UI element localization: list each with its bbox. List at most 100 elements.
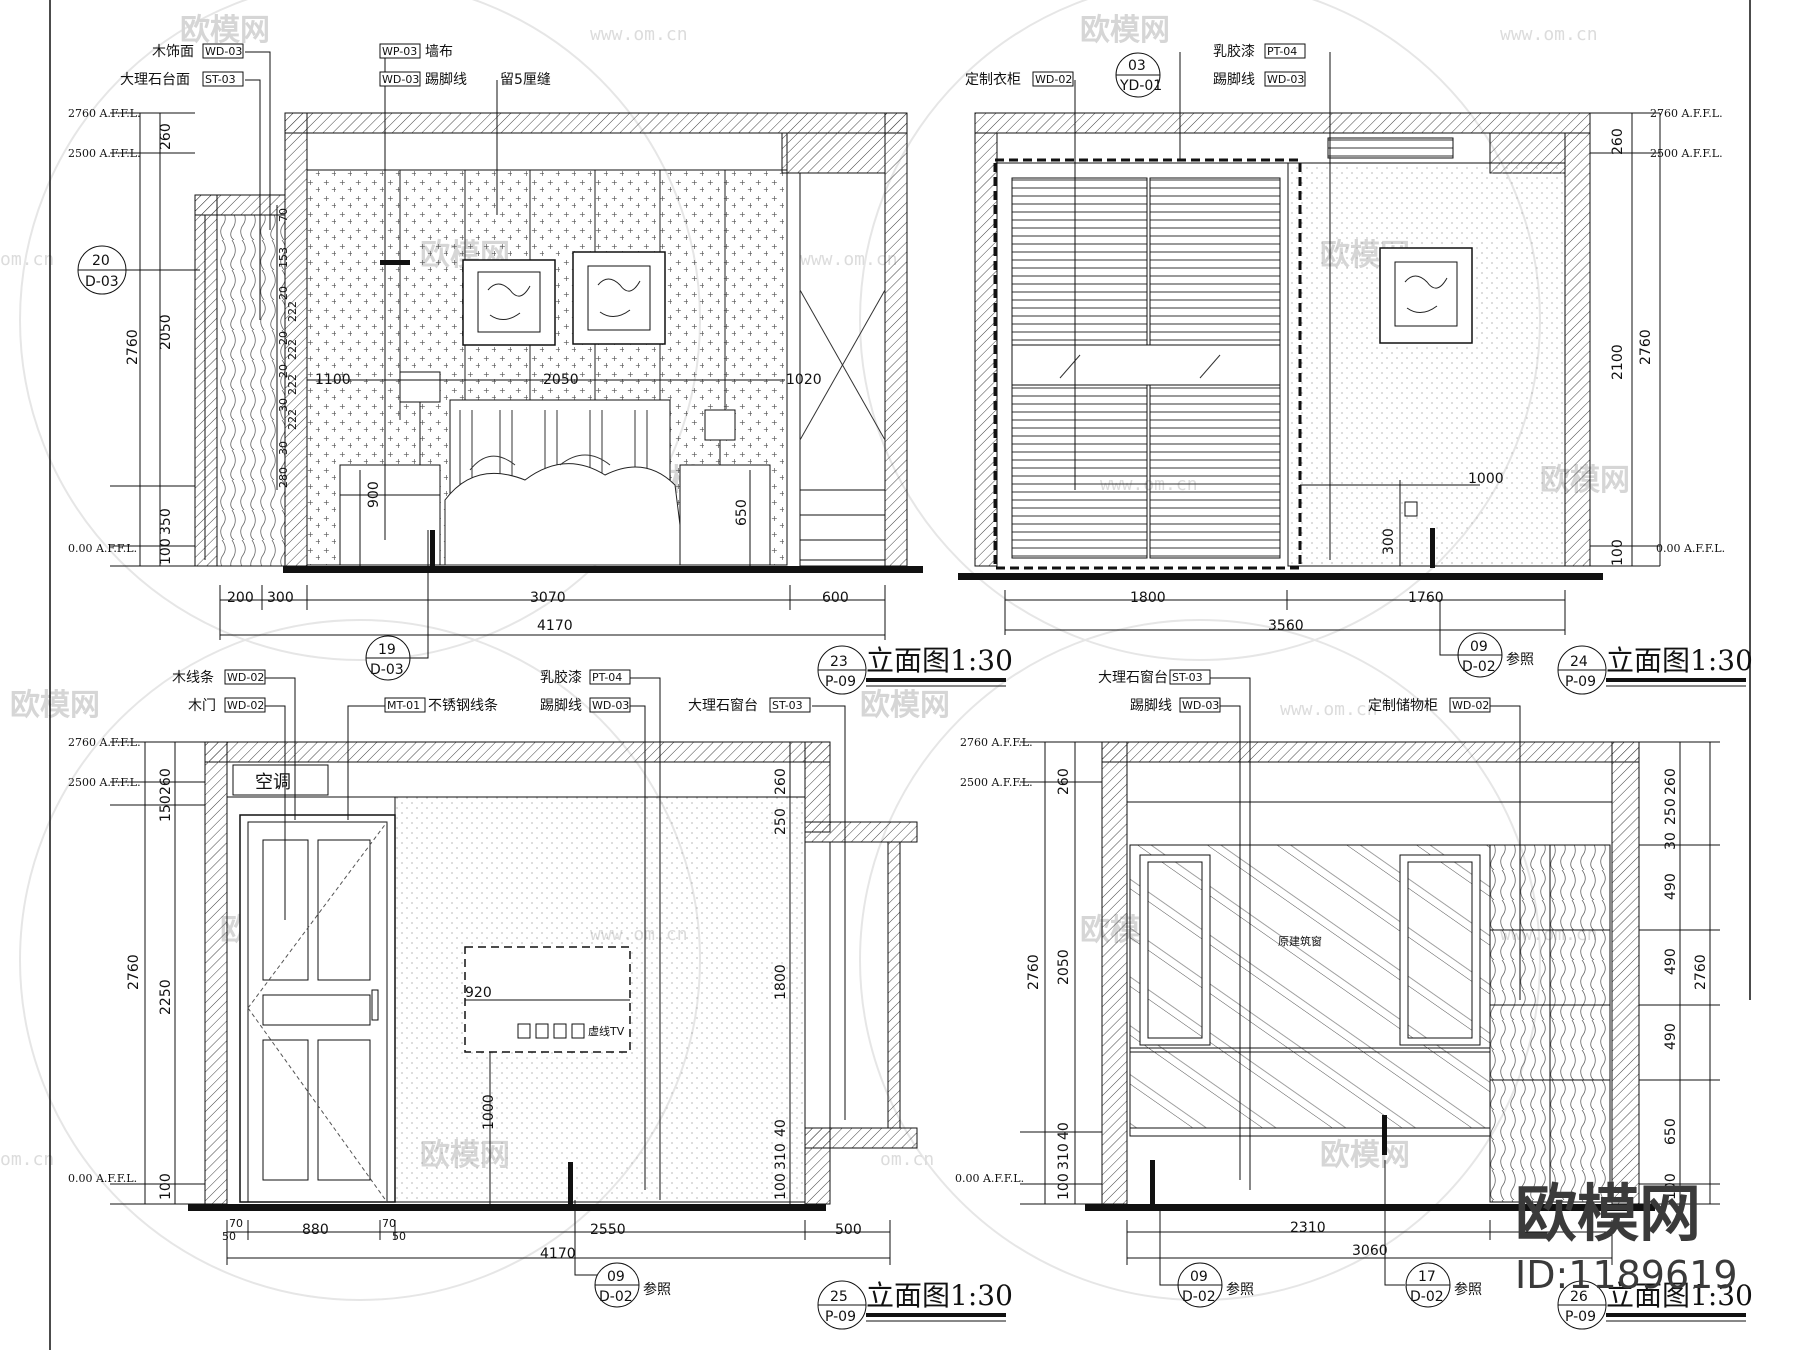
section-ref-09-d02-right: 09 D-02 参照 xyxy=(1177,1262,1254,1308)
svg-text:WD-03: WD-03 xyxy=(205,45,242,58)
svg-text:20: 20 xyxy=(277,364,290,378)
svg-text:om.cn: om.cn xyxy=(0,1149,54,1170)
svg-text:om.cn: om.cn xyxy=(880,1149,934,1170)
svg-text:踢脚线: 踢脚线 xyxy=(425,72,467,88)
svg-text:222: 222 xyxy=(286,374,299,395)
svg-text:WD-03: WD-03 xyxy=(382,73,419,86)
svg-text:参照: 参照 xyxy=(1506,651,1534,668)
svg-text:0.00 A.F.F.L.: 0.00 A.F.F.L. xyxy=(955,1172,1024,1185)
svg-text:www.om.cn: www.om.cn xyxy=(800,249,898,270)
section-ref-20-d03: 20 D-03 xyxy=(77,245,200,295)
svg-text:2500 A.F.F.L.: 2500 A.F.F.L. xyxy=(1650,147,1723,160)
svg-text:欧模网: 欧模网 xyxy=(1515,1177,1701,1250)
svg-text:100: 100 xyxy=(1056,1173,1072,1200)
svg-text:om.cn: om.cn xyxy=(0,249,54,270)
svg-text:空调: 空调 xyxy=(255,772,291,793)
drawing-title-23: 23 P-09 立面图1:30 xyxy=(817,644,1013,695)
section-ref-17-d02: 17 D-02 参照 xyxy=(1405,1262,1482,1308)
svg-text:D-02: D-02 xyxy=(1410,1289,1444,1305)
svg-text:1020: 1020 xyxy=(786,372,822,388)
svg-text:4170: 4170 xyxy=(537,618,573,634)
svg-text:20: 20 xyxy=(277,331,290,345)
svg-text:欧模网: 欧模网 xyxy=(1320,1138,1410,1173)
svg-text:19: 19 xyxy=(378,642,396,658)
svg-text:650: 650 xyxy=(734,499,750,526)
svg-text:900: 900 xyxy=(366,481,382,508)
svg-text:2500 A.F.F.L.: 2500 A.F.F.L. xyxy=(68,776,141,789)
svg-text:70: 70 xyxy=(229,1217,243,1230)
svg-text:木线条: 木线条 xyxy=(172,669,214,686)
svg-text:2760: 2760 xyxy=(126,954,142,990)
svg-text:300: 300 xyxy=(1381,528,1397,555)
svg-text:2050: 2050 xyxy=(1056,949,1072,985)
svg-text:立面图1:30: 立面图1:30 xyxy=(866,1279,1013,1312)
svg-text:ST-03: ST-03 xyxy=(1172,671,1203,684)
svg-text:P-09: P-09 xyxy=(825,674,856,690)
svg-text:40: 40 xyxy=(1056,1122,1072,1140)
svg-text:100: 100 xyxy=(1663,1173,1679,1200)
svg-text:260: 260 xyxy=(1610,128,1626,155)
svg-text:PT-04: PT-04 xyxy=(592,671,622,684)
svg-text:222: 222 xyxy=(286,301,299,322)
svg-text:不锈钢线条: 不锈钢线条 xyxy=(428,697,498,714)
svg-text:2500 A.F.F.L.: 2500 A.F.F.L. xyxy=(960,776,1033,789)
svg-text:踢脚线: 踢脚线 xyxy=(1213,72,1255,88)
svg-text:30: 30 xyxy=(277,398,290,412)
svg-text:50: 50 xyxy=(392,1230,406,1243)
svg-text:2760 A.F.F.L.: 2760 A.F.F.L. xyxy=(68,107,141,120)
svg-text:310: 310 xyxy=(773,1143,789,1170)
svg-text:222: 222 xyxy=(286,409,299,430)
svg-text:2760 A.F.F.L.: 2760 A.F.F.L. xyxy=(1650,107,1723,120)
svg-text:3060: 3060 xyxy=(1352,1243,1388,1259)
svg-text:ID:1189619: ID:1189619 xyxy=(1515,1253,1738,1297)
svg-text:www.om.cn: www.om.cn xyxy=(1280,699,1378,720)
svg-text:虚线TV: 虚线TV xyxy=(588,1024,625,1038)
svg-text:P-09: P-09 xyxy=(825,1309,856,1325)
svg-text:490: 490 xyxy=(1663,873,1679,900)
svg-text:09: 09 xyxy=(1190,1269,1208,1285)
svg-text:2250: 2250 xyxy=(158,979,174,1015)
svg-text:1760: 1760 xyxy=(1408,590,1444,606)
svg-text:250: 250 xyxy=(773,808,789,835)
elevation-panel-26: 原建筑窗 xyxy=(955,669,1753,1330)
svg-text:17: 17 xyxy=(1418,1269,1436,1285)
svg-text:100: 100 xyxy=(158,538,174,565)
svg-text:260: 260 xyxy=(773,768,789,795)
svg-text:2050: 2050 xyxy=(543,372,579,388)
svg-text:250: 250 xyxy=(1663,798,1679,825)
svg-text:09: 09 xyxy=(1470,639,1488,655)
svg-text:650: 650 xyxy=(1663,1118,1679,1145)
svg-text:定制衣柜: 定制衣柜 xyxy=(965,72,1021,88)
svg-text:25: 25 xyxy=(830,1289,848,1305)
svg-text:2310: 2310 xyxy=(1290,1220,1326,1236)
svg-text:2100: 2100 xyxy=(1610,344,1626,380)
svg-text:大理石窗台: 大理石窗台 xyxy=(688,697,758,714)
svg-text:欧模网: 欧模网 xyxy=(860,688,950,723)
svg-text:D-02: D-02 xyxy=(1462,659,1496,675)
svg-text:03: 03 xyxy=(1128,58,1146,74)
svg-text:2760 A.F.F.L.: 2760 A.F.F.L. xyxy=(960,736,1033,749)
svg-text:280: 280 xyxy=(277,467,290,488)
svg-text:WD-02: WD-02 xyxy=(227,671,264,684)
svg-text:WD-02: WD-02 xyxy=(1452,699,1489,712)
svg-text:350: 350 xyxy=(158,508,174,535)
elevation-panel-24: 定制衣柜 WD-02 乳胶漆 PT-04 踢脚线 WD-03 03 YD-01 … xyxy=(958,43,1753,695)
svg-text:600: 600 xyxy=(822,590,849,606)
svg-text:www.om.cn: www.om.cn xyxy=(1500,24,1598,45)
svg-text:1800: 1800 xyxy=(1130,590,1166,606)
svg-text:260: 260 xyxy=(158,768,174,795)
svg-text:260: 260 xyxy=(1056,768,1072,795)
svg-text:参照: 参照 xyxy=(1226,1281,1254,1298)
svg-text:1800: 1800 xyxy=(773,964,789,1000)
svg-text:立面图1:30: 立面图1:30 xyxy=(1606,1279,1753,1312)
svg-text:大理石台面: 大理石台面 xyxy=(120,72,190,88)
brand-logo: 欧模网 ID:1189619 xyxy=(1515,1177,1738,1297)
svg-text:3070: 3070 xyxy=(530,590,566,606)
svg-text:踢脚线: 踢脚线 xyxy=(540,698,582,714)
svg-text:300: 300 xyxy=(267,590,294,606)
svg-text:4170: 4170 xyxy=(540,1246,576,1262)
elevation-panel-23: 木饰面 WD-03 大理石台面 ST-03 WP-03 墙布 WD-03 踢脚线… xyxy=(68,43,1013,695)
svg-text:20: 20 xyxy=(92,253,110,269)
svg-text:ST-03: ST-03 xyxy=(205,73,236,86)
